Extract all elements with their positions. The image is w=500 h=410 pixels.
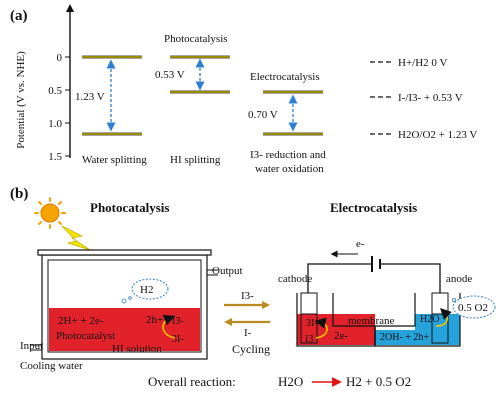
oxygen-evolution-arrow: [435, 308, 452, 327]
legend-entry: H2O/O2 + 1.23 V: [398, 129, 477, 141]
oxidation-curved-arrow: [162, 314, 176, 339]
scenario-caption: water oxidation: [255, 163, 324, 175]
input-label: Input: [20, 340, 43, 352]
sun-icon: [34, 197, 66, 229]
cycling-label: Cycling: [232, 342, 270, 356]
y-axis-label: Potential (V vs. NHE): [15, 51, 27, 149]
circuit-wire: [307, 263, 372, 293]
gap-label: 0.53 V: [155, 69, 185, 81]
scenario-title: Electrocatalysis: [250, 71, 320, 83]
reduction-curved-arrow: [314, 317, 328, 339]
hole-label: 2h+: [146, 314, 163, 326]
gap-label: 0.70 V: [248, 109, 278, 121]
cathode-2e-label: 2e-: [334, 330, 348, 342]
shuttle-i3-label: I3-: [241, 290, 254, 302]
photocatalyst-label: Photocatalyst: [56, 330, 115, 342]
shuttle-arrowhead: [262, 301, 270, 309]
shuttle-i-label: I-: [244, 327, 252, 339]
scenario-caption: I3- reduction and: [250, 149, 326, 161]
gap-label: 1.23 V: [75, 91, 105, 103]
panel-a-tag: (a): [10, 8, 28, 24]
cell-body: [296, 293, 461, 347]
cooling-water-label: Cooling water: [20, 360, 83, 372]
cathode-i3-label: I3: [305, 334, 313, 345]
shuttle-arrowhead: [224, 318, 232, 326]
anode-electrode-submerged: [431, 313, 449, 344]
anode-label: anode: [446, 273, 472, 285]
y-tick-label: 0.5: [48, 85, 62, 97]
electron-label: e-: [356, 238, 365, 250]
circuit-wire: [380, 263, 441, 293]
y-tick-label: 0: [57, 52, 63, 64]
output-label: Output: [212, 265, 243, 277]
o2-cloud-bubble: [451, 295, 496, 319]
panel-b-tag: (b): [10, 186, 28, 202]
scenario-caption: HI splitting: [170, 154, 221, 166]
i3-label: I3-: [172, 316, 184, 327]
legend-entry: H+/H2 0 V: [398, 57, 447, 69]
photocatalysis-title: Photocatalysis: [90, 200, 169, 215]
overall-reaction-prefix: Overall reaction:: [148, 374, 236, 389]
anode-h2o-label: H2O: [420, 314, 439, 325]
y-tick-label: 1.5: [48, 151, 62, 163]
proton-reduction-label: 2H+ + 2e-: [58, 315, 104, 327]
y-axis-arrowhead: [66, 4, 74, 12]
hi-solution-label: HI solution: [112, 343, 162, 355]
lightning-icon: [61, 225, 91, 251]
scenario-title: Photocatalysis: [164, 33, 228, 45]
cell-center-divider: [332, 293, 416, 327]
overall-products: H2 + 0.5 O2: [346, 374, 411, 389]
membrane-label: membrane: [348, 315, 395, 327]
y-tick-label: 1.0: [48, 118, 62, 130]
scenario-caption: Water splitting: [82, 154, 147, 166]
cathode-label: cathode: [278, 273, 312, 285]
h2-label: H2: [140, 284, 153, 296]
reactor-lid: [37, 249, 212, 256]
overall-reactant: H2O: [278, 374, 303, 389]
o2-label: 0.5 O2: [458, 302, 488, 314]
3i-label: 3I-: [172, 334, 184, 345]
electrocatalysis-title: Electrocatalysis: [330, 200, 417, 215]
anode-reaction-label: 2OH- + 2h+: [380, 332, 429, 343]
h2-cloud-bubble: [121, 278, 169, 304]
cathode-3i-label: 3I-: [306, 318, 318, 329]
legend-entry: I-/I3- + 0.53 V: [398, 92, 463, 104]
